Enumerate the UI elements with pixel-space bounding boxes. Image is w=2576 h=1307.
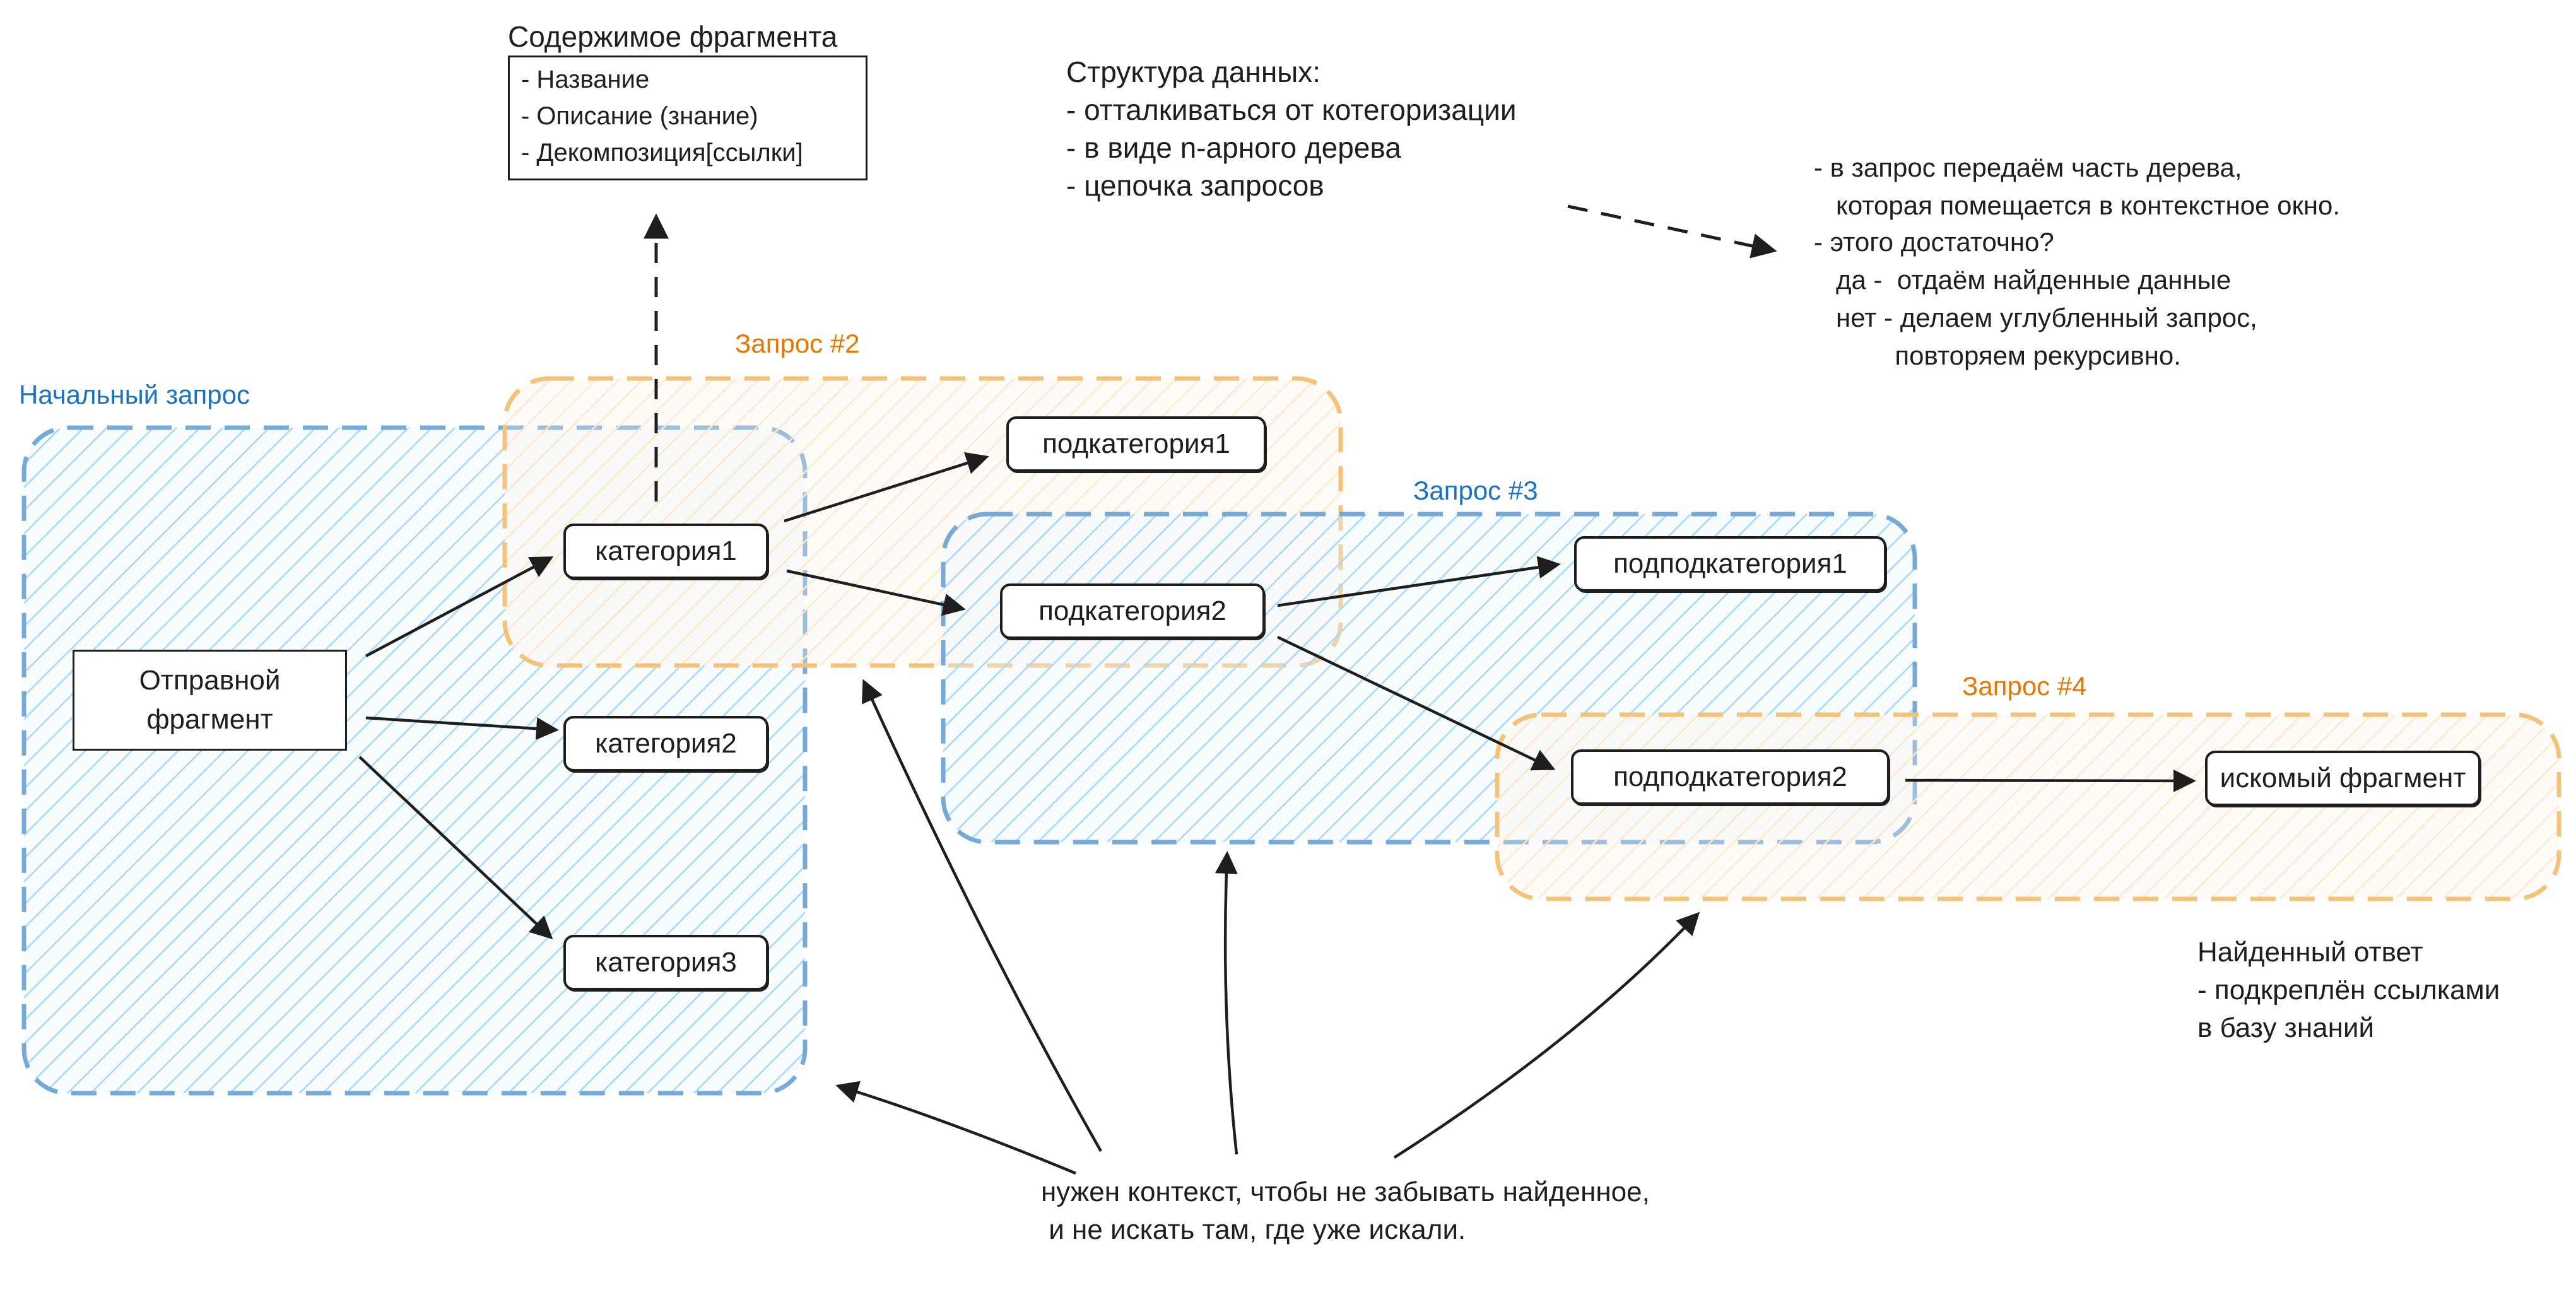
arrow-context-req2 <box>862 679 1102 1152</box>
node-category-3[interactable]: категория3 <box>563 935 768 990</box>
arrow-cat1-subcat1 <box>784 452 989 523</box>
content-item: - Описание (знание) <box>521 102 758 130</box>
arrow-start-cat3 <box>358 756 553 940</box>
region-label-request-2: Запрос #2 <box>735 329 860 358</box>
process-note: - этого достаточно? <box>1814 227 2054 257</box>
node-subcategory-2[interactable]: подкатегория2 <box>1000 583 1265 639</box>
arrow-subcat2-subsub1 <box>1277 556 1561 607</box>
arrow-context-req4 <box>1393 911 1700 1159</box>
node-subcategory-1[interactable]: подкатегория1 <box>1006 416 1266 472</box>
arrow-context-req3 <box>1214 851 1238 1155</box>
arrow-context-initial <box>835 1081 1076 1175</box>
process-note: нет - делаем углубленный запрос, <box>1814 303 2257 332</box>
node-subsubcategory-1[interactable]: подподкатегория1 <box>1574 536 1886 592</box>
data-structure-item: - в виде n-арного дерева <box>1066 131 1401 164</box>
process-note: - в запрос передаём часть дерева, <box>1814 153 2242 182</box>
node-start-line: фрагмент <box>146 704 273 735</box>
content-box: - Название - Описание (знание) - Декомпо… <box>508 56 867 180</box>
arrow-start-cat1 <box>365 556 554 657</box>
arrow-subsub2-target <box>1905 769 2196 792</box>
region-label-request-4: Запрос #4 <box>1962 671 2087 701</box>
data-structure-item: - отталкиваться от котегоризации <box>1066 93 1517 126</box>
node-category-1[interactable]: категория1 <box>563 524 768 579</box>
node-start-line: Отправной <box>139 665 281 696</box>
arrow-start-cat2 <box>365 716 559 741</box>
found-answer-line: в базу знаний <box>2197 1012 2375 1043</box>
node-subsubcategory-2[interactable]: подподкатегория2 <box>1571 749 1890 805</box>
region-label-initial: Начальный запрос <box>19 380 250 409</box>
process-note: повторяем рекурсивно. <box>1814 341 2181 370</box>
content-item: - Название <box>521 66 650 93</box>
node-target-fragment[interactable]: искомый фрагмент <box>2205 751 2481 806</box>
arrow-cat1-subcat2 <box>786 569 966 616</box>
content-title: Содержимое фрагмента <box>508 20 838 53</box>
found-answer-line: Найденный ответ <box>2197 937 2423 968</box>
process-note: да - отдаём найденные данные <box>1814 265 2232 295</box>
node-start-fragment[interactable]: Отправной фрагмент <box>73 650 347 751</box>
node-category-2[interactable]: категория2 <box>563 716 768 771</box>
found-answer-line: - подкреплён ссылками <box>2197 975 2500 1005</box>
content-item: - Декомпозиция[ссылки] <box>521 139 803 167</box>
process-note: которая помещается в контекстное окно. <box>1814 190 2341 220</box>
context-note-line: и не искать там, где уже искали. <box>1041 1214 1466 1245</box>
arrow-subcat2-subsub2 <box>1277 635 1556 771</box>
arrow-to-notes <box>1567 204 1777 259</box>
data-structure-item: - цепочка запросов <box>1066 169 1324 202</box>
data-structure-title: Структура данных: <box>1066 56 1321 88</box>
region-request-4 <box>1495 712 2561 901</box>
region-label-request-3: Запрос #3 <box>1413 476 1538 505</box>
context-note-line: нужен контекст, чтобы не забывать найден… <box>1041 1176 1650 1207</box>
